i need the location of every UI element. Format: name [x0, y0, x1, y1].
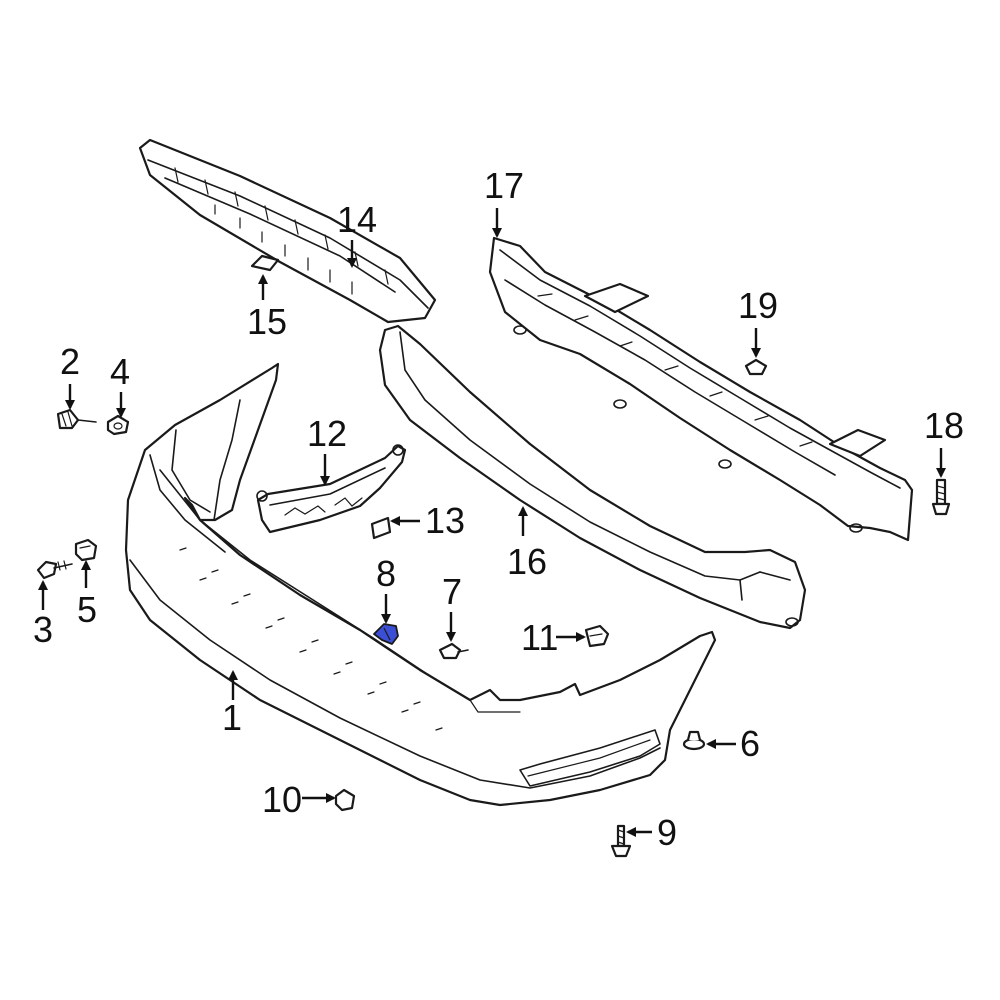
callout-6: 6: [740, 723, 760, 764]
energy-absorber-part[interactable]: [488, 236, 914, 542]
bolt-3-part[interactable]: [36, 560, 73, 580]
callout-13: 13: [425, 500, 465, 541]
callout-1: 1: [222, 697, 242, 738]
leader-lines: [38, 208, 946, 837]
callout-labels: 1 2 3 4 5 6 7 8 9 10 11 12 13 14 15 16 1…: [33, 165, 964, 853]
callout-10: 10: [262, 779, 302, 820]
callout-7: 7: [442, 571, 462, 612]
callout-18: 18: [924, 405, 964, 446]
bolt-18-part[interactable]: [931, 478, 951, 516]
callout-5: 5: [77, 589, 97, 630]
clip-10-part[interactable]: [334, 788, 356, 812]
callout-4: 4: [110, 351, 130, 392]
callout-15: 15: [247, 301, 287, 342]
pushpin-6-part[interactable]: [682, 730, 706, 751]
callout-14: 14: [337, 199, 377, 240]
clip-15-part[interactable]: [250, 254, 280, 272]
callout-11: 11: [521, 617, 558, 658]
impact-bar-part[interactable]: [378, 324, 807, 630]
callout-3: 3: [33, 609, 53, 650]
callout-16: 16: [507, 541, 547, 582]
retainer-8-part[interactable]: [373, 623, 399, 645]
clip-19-part[interactable]: [744, 358, 768, 376]
clip-7-part[interactable]: [438, 642, 469, 660]
bumper-cover-part[interactable]: [124, 362, 717, 807]
callout-9: 9: [657, 812, 677, 853]
callout-8: 8: [376, 553, 396, 594]
callout-19: 19: [738, 285, 778, 326]
callout-12: 12: [307, 413, 347, 454]
callout-2: 2: [60, 341, 80, 382]
bolt-9-part[interactable]: [610, 824, 632, 858]
bolt-2-part[interactable]: [56, 408, 97, 430]
pad-13-part[interactable]: [370, 516, 392, 540]
step-pad-part[interactable]: [138, 138, 437, 324]
callout-17: 17: [484, 165, 524, 206]
nut-4-part[interactable]: [106, 414, 130, 436]
bracket-12-part[interactable]: [256, 444, 407, 534]
clip-5-part[interactable]: [74, 538, 98, 562]
clip-11-part[interactable]: [584, 624, 610, 648]
